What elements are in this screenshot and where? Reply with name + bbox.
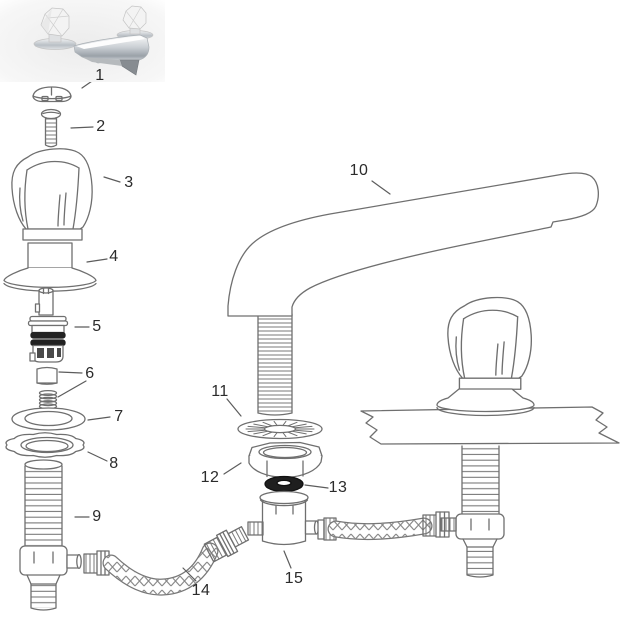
- part-label-11: 11: [211, 383, 229, 400]
- part-label-5: 5: [92, 318, 102, 335]
- part-3-handle-drawing: [11, 148, 93, 241]
- part-12-locknut-drawing: [248, 441, 323, 479]
- part-15-tee-body-drawing: [247, 490, 320, 546]
- part-label-14: 14: [191, 582, 211, 599]
- part-1-index-cap-drawing: [32, 86, 72, 103]
- part-label-8: 8: [109, 455, 119, 472]
- part-4-escutcheon-drawing: [3, 242, 97, 292]
- part-label-6: 6: [85, 365, 95, 382]
- part-label-12: 12: [200, 469, 220, 486]
- faucet-photo: [0, 0, 165, 82]
- part-5-cartridge-drawing: [27, 287, 69, 363]
- part-10-spout-drawing: [227, 172, 599, 416]
- part-2-screw-drawing: [40, 108, 62, 148]
- part-13-o-ring-drawing: [264, 475, 304, 493]
- part-label-3: 3: [124, 174, 134, 191]
- right-handle-assembly-drawing: [436, 296, 535, 417]
- part-label-10: 10: [349, 162, 369, 179]
- part-label-4: 4: [109, 248, 119, 265]
- part-label-7: 7: [114, 408, 124, 425]
- sink-deck-drawing: [360, 406, 620, 445]
- part-8-mounting-nut-drawing: [5, 432, 85, 458]
- part-11-friction-washer-drawing: [237, 418, 323, 440]
- part-label-1: 1: [95, 67, 105, 84]
- right-shank-drawing: [440, 445, 505, 578]
- part-label-13: 13: [328, 479, 348, 496]
- part-6-seat-spring-drawing: [36, 366, 58, 410]
- part-label-9: 9: [92, 508, 102, 525]
- part-label-15: 15: [284, 570, 304, 587]
- leader-lines: [57, 78, 391, 582]
- photo-left-knob: [33, 7, 77, 50]
- part-label-2: 2: [96, 118, 106, 135]
- right-supply-hose-drawing: [317, 511, 450, 541]
- photo-spout: [73, 34, 150, 76]
- part-9-shank-drawing: [19, 459, 82, 611]
- part-14-supply-hose-drawing: [83, 526, 250, 596]
- part-7-washer-drawing: [11, 407, 86, 431]
